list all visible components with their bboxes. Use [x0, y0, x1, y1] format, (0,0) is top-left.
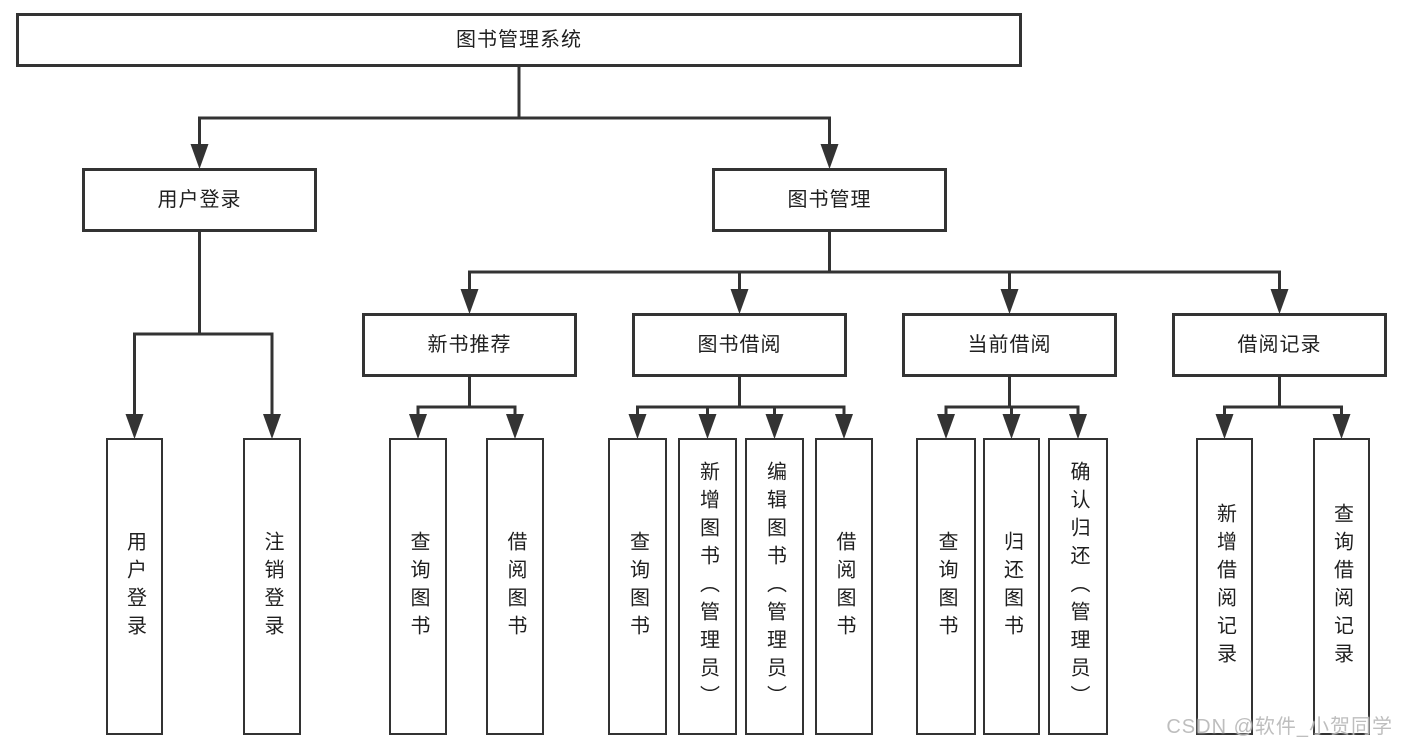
- node-br-add: 新增借阅记录: [1196, 438, 1253, 735]
- node-new-book-rec: 新书推荐: [362, 313, 577, 377]
- node-br-query: 查询借阅记录: [1313, 438, 1370, 735]
- node-borrow-records: 借阅记录: [1172, 313, 1387, 377]
- node-user-login: 用户登录: [82, 168, 317, 232]
- node-logout-v: 注销登录: [243, 438, 301, 735]
- node-login-v: 用户登录: [106, 438, 163, 735]
- watermark: CSDN @软件_小贺同学: [1166, 716, 1393, 738]
- node-bb-query: 查询图书: [608, 438, 667, 735]
- node-book-mgmt: 图书管理: [712, 168, 947, 232]
- node-book-borrow: 图书借阅: [632, 313, 847, 377]
- node-cb-confirm: 确认归还（管理员）: [1048, 438, 1108, 735]
- node-root: 图书管理系统: [16, 13, 1022, 67]
- node-cb-return: 归还图书: [983, 438, 1040, 735]
- node-current-borrow: 当前借阅: [902, 313, 1117, 377]
- node-bb-edit: 编辑图书（管理员）: [745, 438, 804, 735]
- node-bb-borrow: 借阅图书: [815, 438, 873, 735]
- node-bb-add: 新增图书（管理员）: [678, 438, 737, 735]
- node-rec-borrow: 借阅图书: [486, 438, 544, 735]
- node-rec-query: 查询图书: [389, 438, 447, 735]
- node-cb-query: 查询图书: [916, 438, 976, 735]
